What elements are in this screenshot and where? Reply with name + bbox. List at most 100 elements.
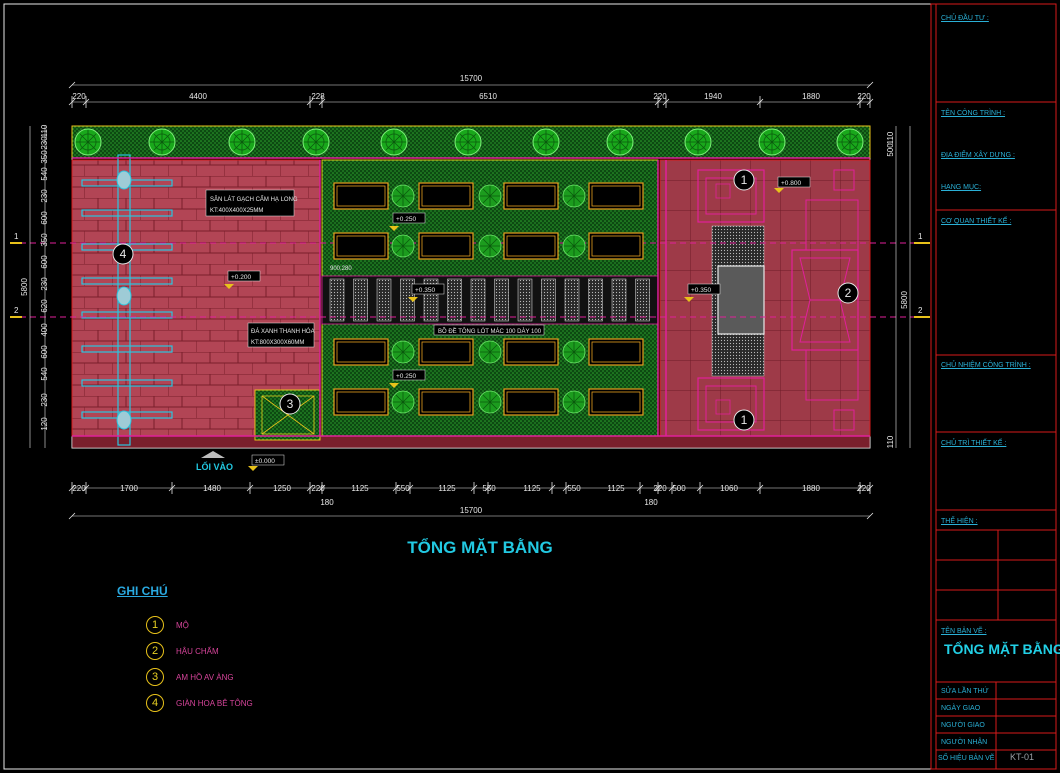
svg-text:220: 220 — [72, 484, 86, 493]
planting-bed — [503, 232, 559, 260]
svg-text:1125: 1125 — [607, 484, 625, 493]
svg-text:220: 220 — [653, 484, 667, 493]
legend-label: AM HỒ AV ÀNG — [176, 672, 234, 682]
svg-text:1: 1 — [741, 173, 748, 187]
svg-text:220: 220 — [857, 484, 871, 493]
legend-number: 3 — [146, 668, 164, 686]
stepping-stone — [588, 278, 603, 322]
stepping-stone — [376, 278, 392, 322]
stepping-stone — [564, 278, 580, 322]
note-paving: SÂN LÁT GẠCH CẨM HẠ LONG KT:400X400X25MM — [205, 189, 298, 217]
svg-text:3: 3 — [287, 397, 294, 411]
legend-item: 1 MỘ — [146, 615, 189, 635]
stepping-stone — [353, 278, 368, 322]
left-dimension: 600 — [40, 345, 49, 359]
left-dimension: 540 — [40, 167, 49, 181]
shrub-icon — [562, 234, 586, 258]
svg-text:6510: 6510 — [479, 92, 497, 101]
owner-label: CHỦ ĐẦU TƯ : — [941, 15, 989, 22]
svg-text:1480: 1480 — [203, 484, 221, 493]
right-dim-bottom: 110 — [886, 435, 895, 448]
svg-text:180: 180 — [320, 498, 334, 507]
chief-designer-label: CHỦ TRÌ THIẾT KẾ : — [941, 440, 1007, 447]
svg-text:1700: 1700 — [120, 484, 138, 493]
left-dimensions: 1102303505402306003506002306204006005402… — [40, 124, 49, 431]
left-dimension: 350 — [40, 150, 49, 164]
entrance-marker: LỐI VÀO — [196, 451, 233, 472]
planting-bed — [418, 388, 474, 416]
right-total-dim: 5800 — [900, 291, 909, 309]
svg-text:BỒ ĐỀ TÔNG LÓT MÁC 100 DÀY 100: BỒ ĐỀ TÔNG LÓT MÁC 100 DÀY 100 — [438, 328, 542, 335]
title-block-frame — [930, 3, 1057, 770]
planting-bed — [588, 232, 644, 260]
left-dimension: 400 — [40, 323, 49, 337]
receiver-label: NGƯỜI NHẬN — [941, 739, 988, 746]
left-total-dim: 5800 — [20, 278, 29, 296]
svg-text:1880: 1880 — [802, 484, 820, 493]
tree-icon — [228, 128, 256, 156]
svg-text:550: 550 — [482, 484, 496, 493]
tree-icon — [606, 128, 634, 156]
note-stone: ĐÁ XANH THANH HÓA KT:800X300X60MM — [247, 322, 315, 348]
stepping-stone — [329, 278, 345, 322]
design-agency-label: CƠ QUAN THIẾT KẾ : — [941, 218, 1012, 225]
project-lead-label: CHỦ NHIỆM CÔNG TRÌNH : — [941, 362, 1031, 369]
legend-number: 2 — [146, 642, 164, 660]
svg-text:220: 220 — [857, 92, 871, 101]
legend-item: 2 HẬU CHẨM — [146, 641, 219, 661]
axis-2-right: 2 — [918, 306, 923, 315]
sheet-name-label: TÊN BẢN VẼ : — [941, 628, 987, 635]
svg-text:550: 550 — [396, 484, 410, 493]
tree-icon — [148, 128, 176, 156]
planting-bed — [333, 182, 389, 210]
stepping-stone — [470, 278, 486, 322]
planting-bed — [588, 388, 644, 416]
legend-label: GIÀN HOA BÊ TÔNG — [176, 698, 253, 708]
pergola — [81, 154, 173, 446]
svg-text:+0.350: +0.350 — [415, 287, 435, 294]
planting-bed — [418, 232, 474, 260]
svg-text:1940: 1940 — [704, 92, 722, 101]
svg-text:550: 550 — [567, 484, 581, 493]
tree-icon — [758, 128, 786, 156]
shrub-icon — [391, 234, 415, 258]
svg-text:KT:800X300X60MM: KT:800X300X60MM — [251, 340, 304, 346]
shrub-icon — [562, 184, 586, 208]
left-dimension: 600 — [40, 255, 49, 269]
right-dim-top-2: 500 — [886, 143, 895, 157]
svg-text:220: 220 — [653, 92, 667, 101]
tree-icon — [74, 128, 102, 156]
callout-pavilion: 3 — [279, 393, 301, 415]
left-dimension: 110 — [40, 124, 49, 137]
shrub-icon — [478, 234, 502, 258]
stepping-stone — [494, 278, 509, 322]
svg-text:SÂN LÁT GẠCH CẨM HẠ LONG: SÂN LÁT GẠCH CẨM HẠ LONG — [210, 196, 298, 203]
left-dimension: 620 — [40, 299, 49, 313]
legend-label: MỘ — [176, 620, 189, 630]
callout-rear-screen: 2 — [837, 282, 859, 304]
svg-text:±0.000: ±0.000 — [255, 458, 275, 465]
callout-tomb-top: 1 — [733, 169, 755, 191]
callout-tomb-bottom: 1 — [733, 409, 755, 431]
svg-text:1125: 1125 — [351, 484, 369, 493]
stepping-stones — [329, 278, 650, 322]
location-label: ĐỊA ĐIỂM XÂY DỰNG : — [941, 152, 1015, 159]
left-dimension: 540 — [40, 367, 49, 381]
svg-text:+0.800: +0.800 — [781, 180, 801, 187]
delivery-date-label: NGÀY GIAO — [941, 705, 981, 712]
legend-title: GHI CHÚ — [117, 584, 168, 598]
tomb-bottom — [697, 377, 765, 431]
shrub-icon — [391, 184, 415, 208]
svg-text:1880: 1880 — [802, 92, 820, 101]
svg-text:180: 180 — [644, 498, 658, 507]
svg-text:1250: 1250 — [273, 484, 291, 493]
svg-text:+0.250: +0.250 — [396, 373, 416, 380]
legend-label: HẬU CHẨM — [176, 646, 219, 656]
planting-bed — [588, 338, 644, 366]
note-path-size: 900;280 — [330, 266, 352, 272]
item-label: HẠNG MỤC: — [941, 184, 982, 191]
drawing-title: TỔNG MẶT BẰNG — [407, 538, 553, 557]
svg-text:+0.250: +0.250 — [396, 216, 416, 223]
planting-bed — [418, 338, 474, 366]
tree-icon — [454, 128, 482, 156]
